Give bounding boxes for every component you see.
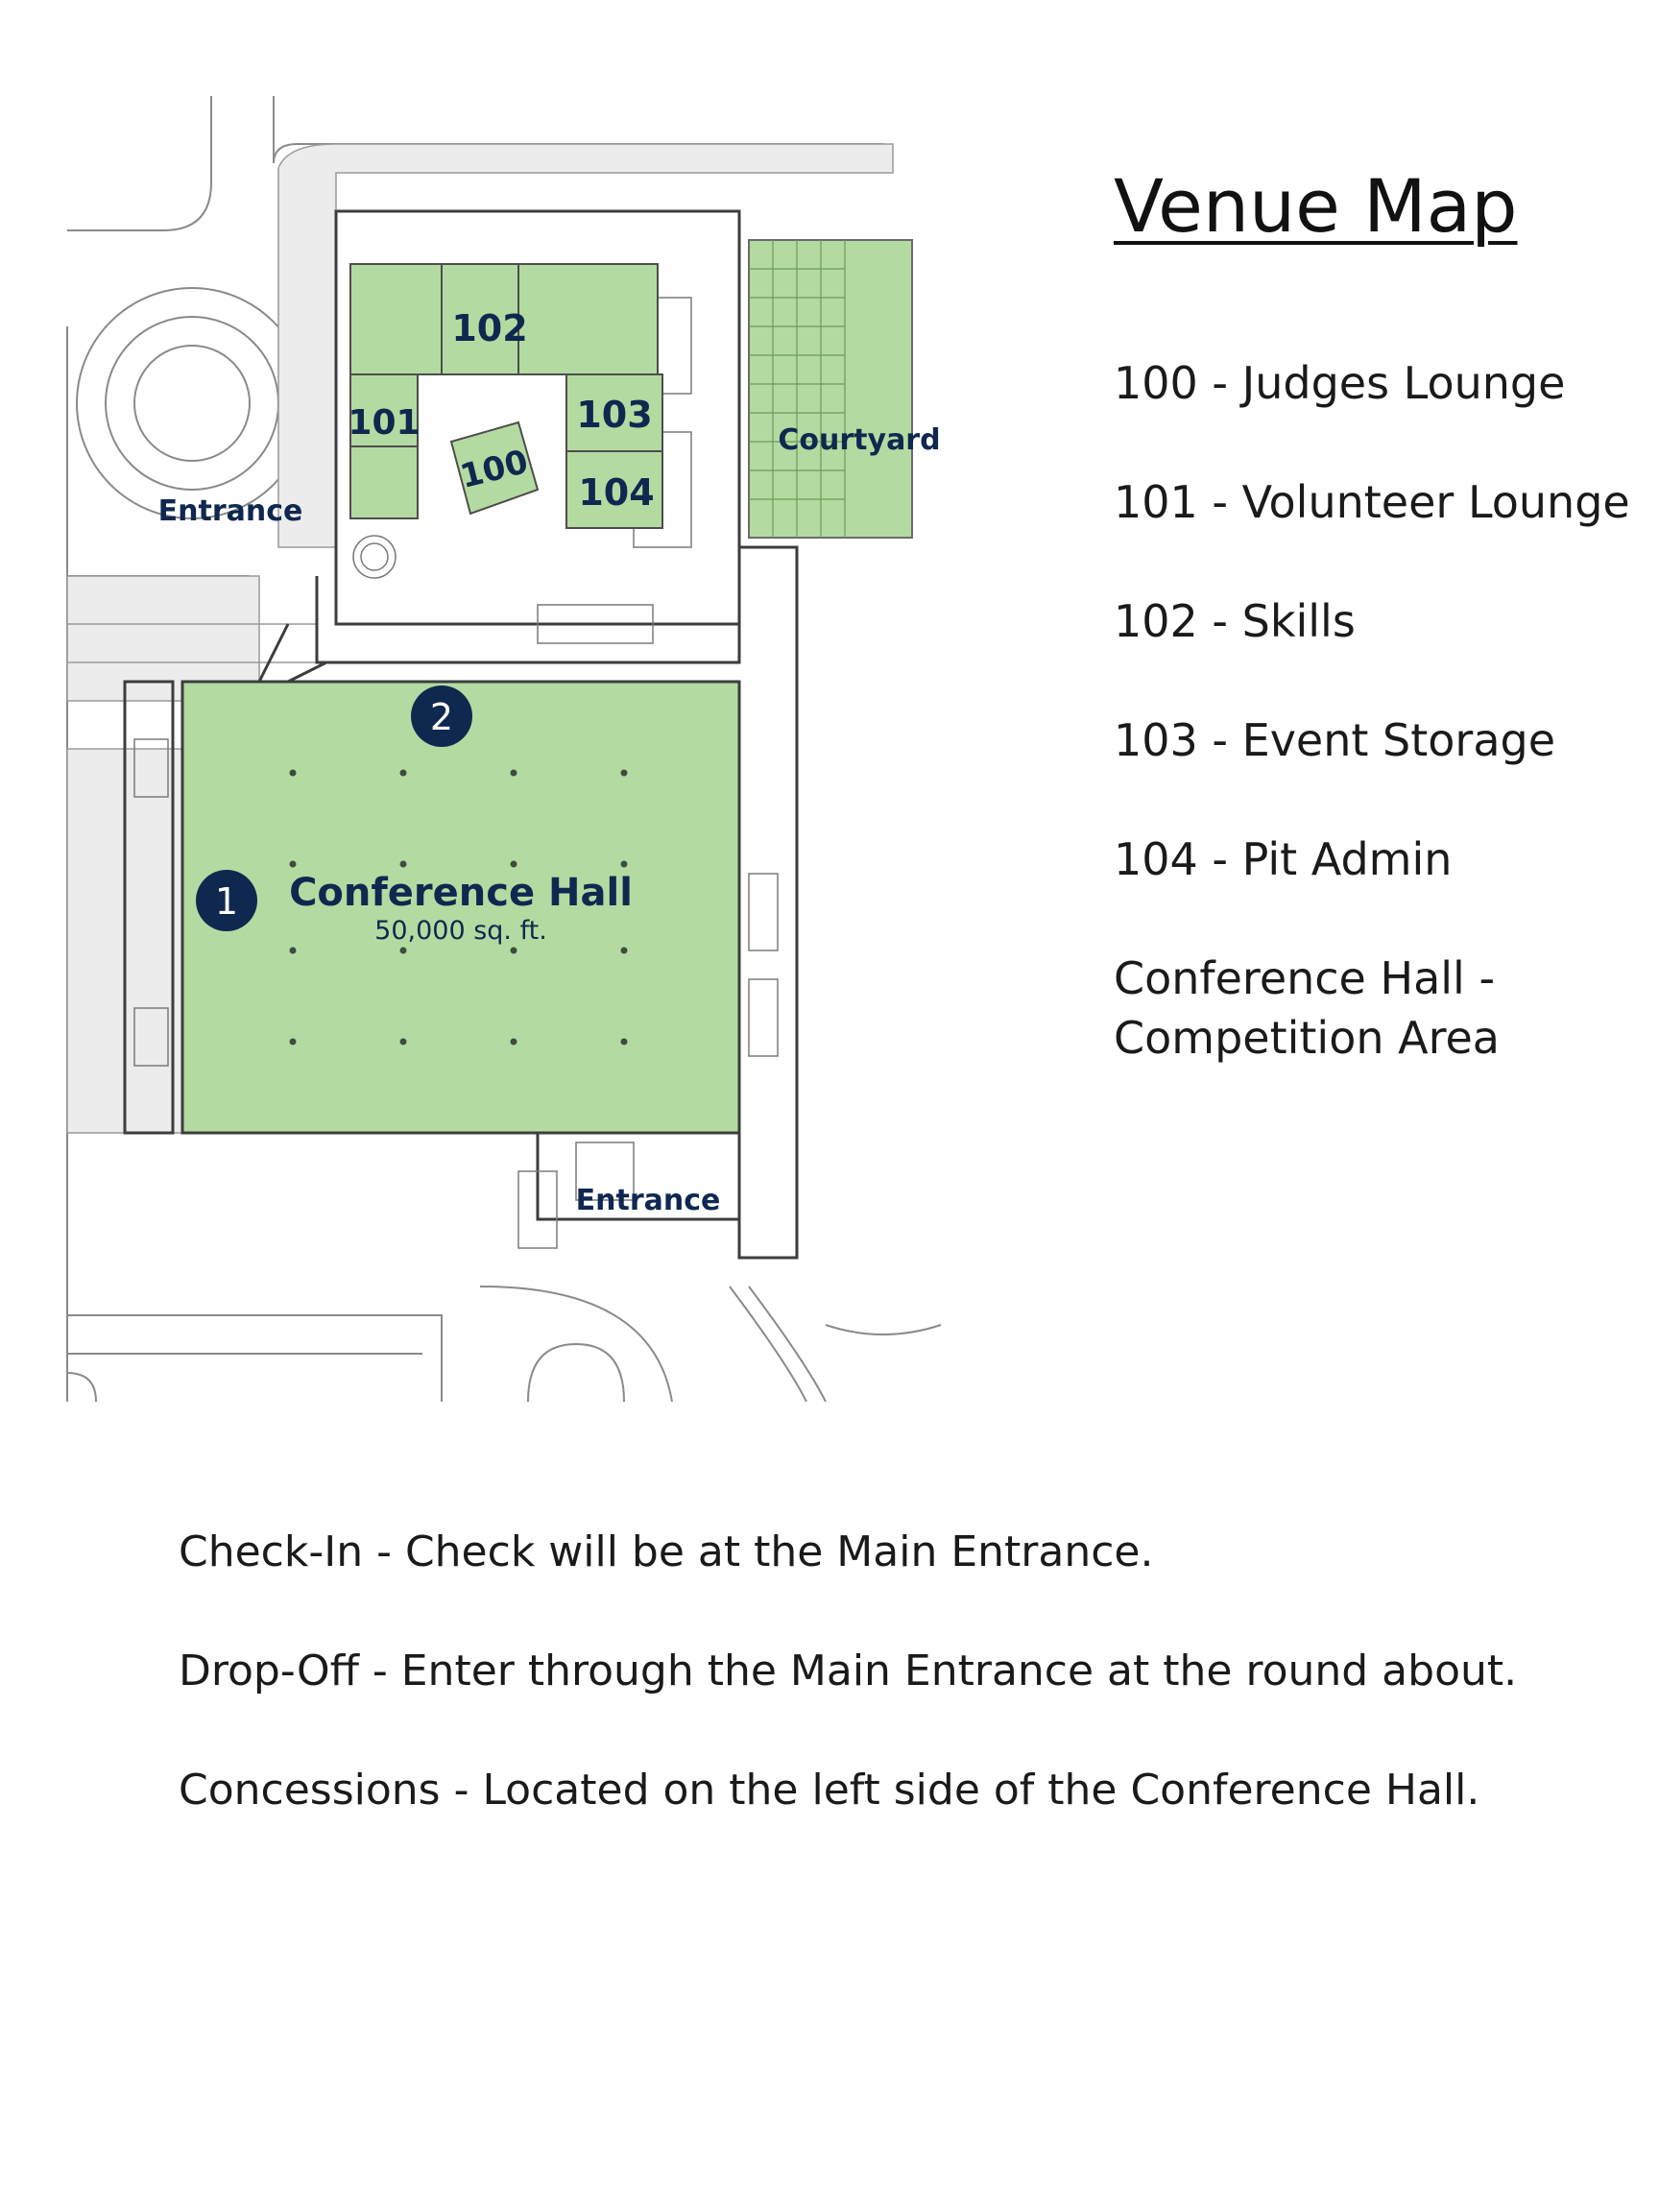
legend-item-101: 101 - Volunteer Lounge [1114, 476, 1630, 528]
conference-hall-label: Conference Hall [289, 871, 633, 915]
room-103-area [565, 373, 663, 452]
room-legend: 100 - Judges Lounge 101 - Volunteer Loun… [1114, 353, 1651, 1127]
courtyard [748, 239, 913, 539]
page-title: Venue Map [1114, 163, 1518, 249]
entrance-south-label: Entrance [576, 1184, 721, 1217]
hall-columns [289, 769, 628, 1046]
entrance-west-label: Entrance [158, 494, 303, 528]
marker-1: 1 [196, 870, 257, 931]
room-104-area [565, 450, 663, 529]
room-103-label: 103 [576, 394, 652, 436]
room-100-area [449, 421, 540, 516]
room-102-area [349, 263, 659, 375]
room-102-label: 102 [451, 307, 527, 349]
marker-2: 2 [411, 685, 472, 747]
room-101-label: 101 [348, 403, 420, 443]
legend-item-102: 102 - Skills [1114, 595, 1356, 647]
conference-hall-area [180, 680, 741, 1135]
conference-hall-area-label: 50,000 sq. ft. [374, 916, 547, 946]
rooms [180, 263, 741, 1135]
legend-item-104: 104 - Pit Admin [1114, 833, 1453, 885]
courtyard-label: Courtyard [778, 423, 940, 457]
legend-item-conference-hall: Conference Hall - Competition Area [1114, 952, 1500, 1064]
venue-floor-plan: 102 101 103 104 100 Courtyard Entrance E… [58, 86, 960, 1402]
note-concessions: Concessions - Located on the left side o… [179, 1766, 1480, 1815]
legend-item-103: 103 - Event Storage [1114, 714, 1556, 766]
room-104-label: 104 [578, 471, 654, 514]
legend-item-100: 100 - Judges Lounge [1114, 357, 1566, 409]
event-notes: Check-In - Check will be at the Main Ent… [179, 1523, 1619, 1880]
marker-2-label: 2 [430, 696, 453, 738]
marker-1-label: 1 [215, 880, 238, 923]
note-check-in: Check-In - Check will be at the Main Ent… [179, 1527, 1154, 1576]
note-drop-off: Drop-Off - Enter through the Main Entran… [179, 1647, 1518, 1695]
